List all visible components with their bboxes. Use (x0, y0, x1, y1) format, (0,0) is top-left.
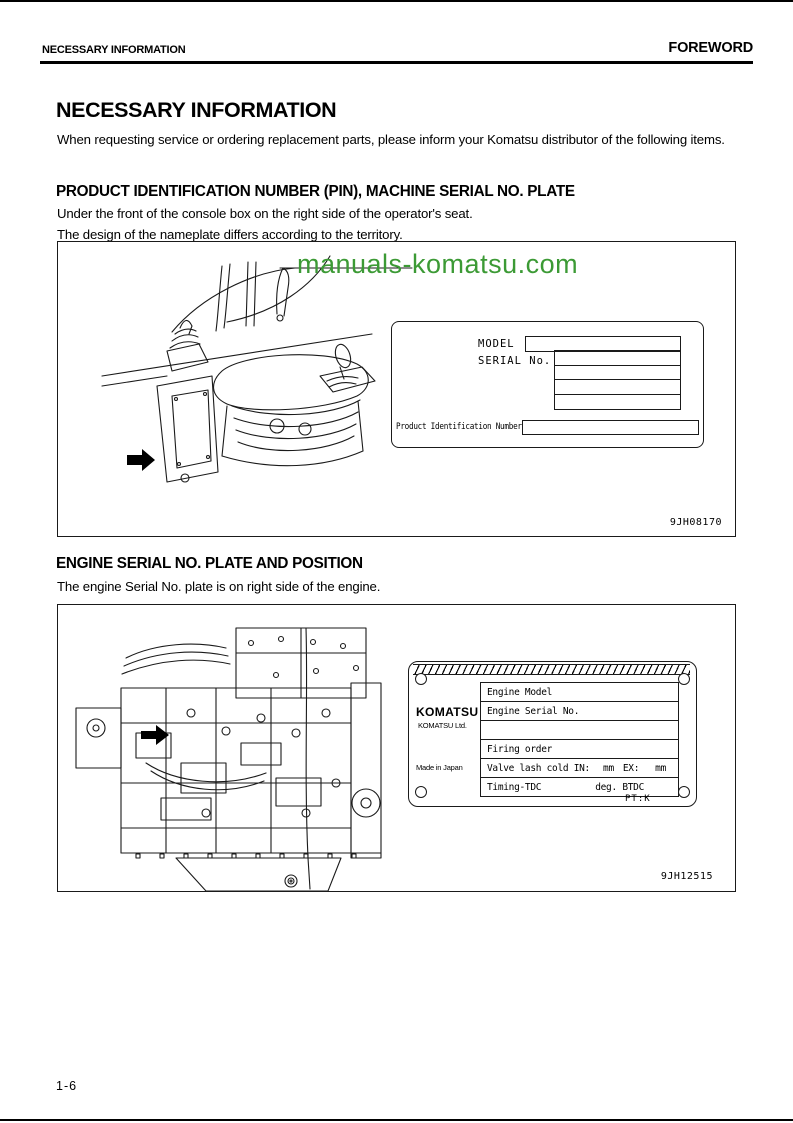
pin-number-label: Product Identification Number (396, 422, 522, 432)
timing-label: Timing-TDC (487, 781, 542, 793)
bolt-hole-icon (415, 786, 427, 798)
valve-ex-unit: mm (655, 762, 666, 774)
plate-location-arrow-icon (127, 449, 155, 471)
intro-paragraph: When requesting service or ordering repl… (57, 132, 725, 147)
pin-body-line2: The design of the nameplate differs acco… (57, 227, 403, 242)
valve-ex-label: EX: (622, 762, 640, 774)
model-value-box (525, 336, 681, 352)
bolt-hole-icon (678, 786, 690, 798)
engine-plate-location-arrow-icon (141, 725, 169, 745)
serial-box-3 (554, 380, 681, 395)
figure-code: 9JH12515 (660, 871, 713, 882)
machine-nameplate: MODEL SERIAL No. Product Identification … (391, 321, 704, 448)
firing-order-label: Firing order (487, 743, 553, 755)
serial-box-1 (554, 350, 681, 366)
timing-unit: deg. BTDC (595, 781, 644, 793)
figure-machine-plate: manuals-komatsu.com MODEL SERIAL No. Pro… (57, 241, 736, 537)
page-title: NECESSARY INFORMATION (56, 98, 337, 122)
pin-section-heading: PRODUCT IDENTIFICATION NUMBER (PIN), MAC… (56, 183, 575, 200)
figure-engine-plate: KOMATSU KOMATSU Ltd. Made in Japan Engin… (57, 604, 736, 892)
serial-label: SERIAL No. (478, 355, 552, 367)
engine-serial-label: Engine Serial No. (487, 705, 580, 717)
engine-serial-plate: KOMATSU KOMATSU Ltd. Made in Japan Engin… (408, 661, 697, 807)
page-top-rule (0, 0, 793, 2)
header-rule (40, 61, 753, 64)
plate-hatch-strip (413, 664, 690, 675)
engine-model-row: Engine Model (481, 683, 678, 702)
timing-row: Timing-TDC deg. BTDC (481, 778, 678, 796)
pt-code-label: PT:K (625, 794, 651, 804)
engine-body-line1: The engine Serial No. plate is on right … (57, 579, 381, 594)
made-in-japan-label: Made in Japan (416, 763, 463, 772)
pin-number-box (522, 420, 699, 435)
serial-box-4 (554, 395, 681, 410)
komatsu-ltd-label: KOMATSU Ltd. (418, 721, 467, 730)
firing-order-row: Firing order (481, 740, 678, 759)
engine-drawing (75, 627, 382, 891)
valve-in-unit: mm (603, 762, 614, 774)
console-drawing (101, 255, 413, 483)
valve-lash-label: Valve lash cold IN: (487, 762, 590, 774)
valve-lash-row: Valve lash cold IN: mm EX: mm (481, 759, 678, 778)
running-header-left: NECESSARY INFORMATION (42, 44, 186, 56)
engine-serial-row: Engine Serial No. (481, 702, 678, 721)
page-bottom-rule (0, 1119, 793, 1121)
bolt-hole-icon (678, 673, 690, 685)
engine-model-label: Engine Model (487, 686, 553, 698)
komatsu-logo: KOMATSU (416, 707, 479, 719)
engine-section-heading: ENGINE SERIAL NO. PLATE AND POSITION (56, 555, 363, 572)
figure-code: 9JH08170 (669, 517, 722, 528)
pin-body-line1: Under the front of the console box on th… (57, 206, 473, 221)
watermark-text: manuals-komatsu.com (297, 249, 579, 279)
engine-plate-table: Engine Model Engine Serial No. Firing or… (480, 682, 679, 797)
serial-box-2 (554, 365, 681, 380)
running-header-right: FOREWORD (668, 40, 753, 56)
model-label: MODEL (478, 338, 515, 350)
bolt-hole-icon (415, 673, 427, 685)
page-number: 1-6 (56, 1079, 78, 1093)
blank-row (481, 721, 678, 740)
